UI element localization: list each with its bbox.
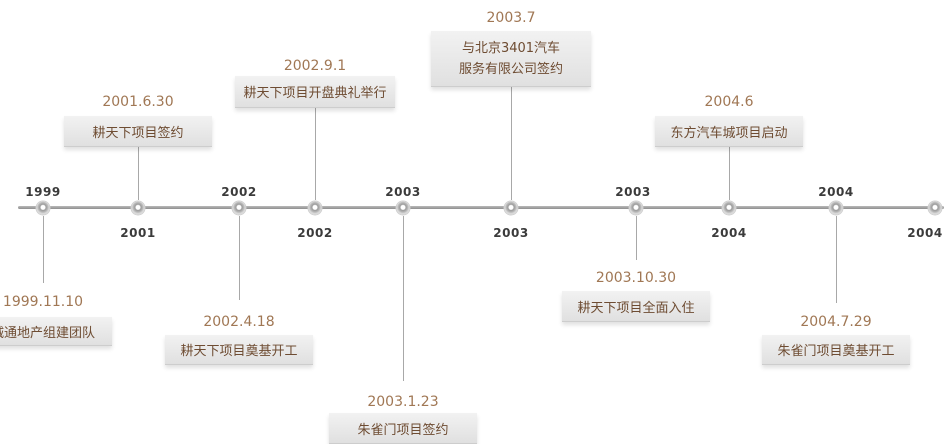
year-label: 2003: [493, 226, 529, 240]
event-label-line: 耕天下项目开盘典礼举行: [243, 86, 387, 101]
event-date: 2004.6: [704, 94, 754, 110]
event-date: 1999.11.10: [2, 294, 84, 310]
event-date: 2002.4.18: [203, 314, 275, 330]
event-connector: [43, 216, 44, 283]
event-label-line: 耕天下项目签约: [92, 125, 184, 141]
event-connector: [315, 107, 316, 200]
event-connector: [239, 216, 240, 300]
event-date: 2004.7.29: [800, 314, 872, 330]
timeline-marker-dot: [629, 201, 643, 215]
event-date: 2002.9.1: [283, 58, 347, 74]
event-label-line: 朱雀门项目签约: [357, 422, 449, 438]
year-label: 2001: [120, 226, 156, 240]
timeline-marker-dot: [131, 201, 145, 215]
year-label: 2002: [297, 226, 333, 240]
event-connector: [636, 216, 637, 260]
event-label-line: 诚通地产组建团队: [0, 325, 95, 341]
event-label-line: 东方汽车城项目启动: [670, 125, 788, 141]
event-label: 耕天下项目签约: [64, 116, 212, 147]
event-label: 耕天下项目全面入住: [562, 291, 710, 322]
event-label: 东方汽车城项目启动: [655, 116, 803, 147]
year-label: 2004: [711, 226, 747, 240]
year-label: 2002: [221, 185, 257, 199]
event-connector: [403, 216, 404, 381]
event-label-line: 耕天下项目全面入住: [577, 300, 695, 316]
event-date: 2001.6.30: [102, 94, 174, 110]
timeline-marker-dot: [829, 201, 843, 215]
event-label-line: 服务有限公司签约: [458, 61, 563, 77]
year-label: 2004: [907, 226, 943, 240]
event-label: 耕天下项目奠基开工: [165, 335, 313, 365]
timeline-marker-dot: [928, 201, 942, 215]
event-date: 2003.1.23: [367, 394, 439, 410]
timeline-marker-dot: [722, 201, 736, 215]
timeline-axis: [18, 206, 944, 209]
event-date: 2003.10.30: [595, 270, 677, 286]
timeline-marker-dot: [396, 201, 410, 215]
event-label-line: 与北京3401汽车: [461, 40, 561, 56]
timeline-marker-dot: [36, 201, 50, 215]
event-connector: [729, 147, 730, 200]
year-label: 2004: [818, 185, 854, 199]
event-label: 诚通地产组建团队: [0, 317, 112, 346]
event-connector: [511, 86, 512, 200]
event-label: 耕天下项目开盘典礼举行: [235, 76, 395, 108]
year-label: 1999: [25, 185, 61, 199]
event-label-line: 朱雀门项目奠基开工: [777, 344, 895, 359]
event-label-line: 耕天下项目奠基开工: [180, 344, 298, 359]
event-connector: [836, 216, 837, 303]
event-label: 朱雀门项目奠基开工: [762, 335, 910, 365]
year-label: 2003: [615, 185, 651, 199]
year-label: 2003: [385, 185, 421, 199]
event-label: 朱雀门项目签约: [329, 413, 477, 444]
event-date: 2003.7: [486, 10, 536, 26]
event-label: 与北京3401汽车服务有限公司签约: [431, 31, 591, 87]
timeline-marker-dot: [308, 201, 322, 215]
timeline-marker-dot: [504, 201, 518, 215]
timeline-marker-dot: [232, 201, 246, 215]
event-connector: [138, 147, 139, 200]
